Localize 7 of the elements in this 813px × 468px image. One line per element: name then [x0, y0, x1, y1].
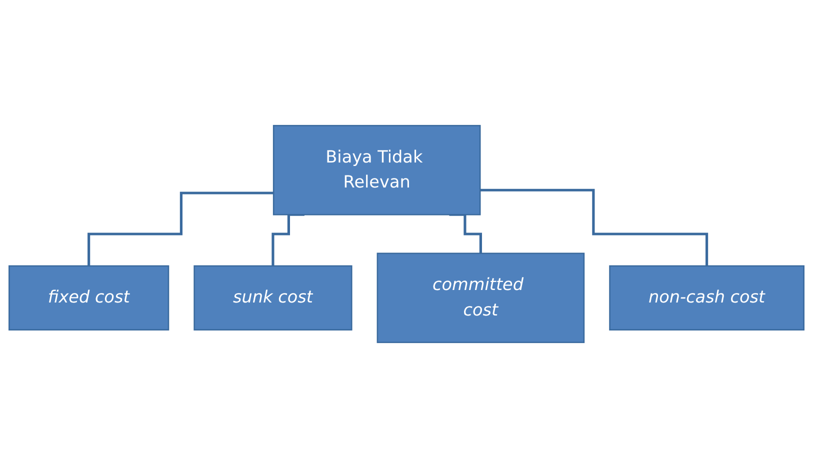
connector [480, 188, 708, 268]
node-box: sunk cost [194, 265, 352, 330]
node-box: fixed cost [8, 265, 170, 330]
node-box: non-cash cost [609, 265, 804, 330]
node-box: Biaya Tidak Relevan [272, 124, 481, 216]
node-box: committed cost [376, 252, 585, 344]
connector [88, 192, 274, 268]
